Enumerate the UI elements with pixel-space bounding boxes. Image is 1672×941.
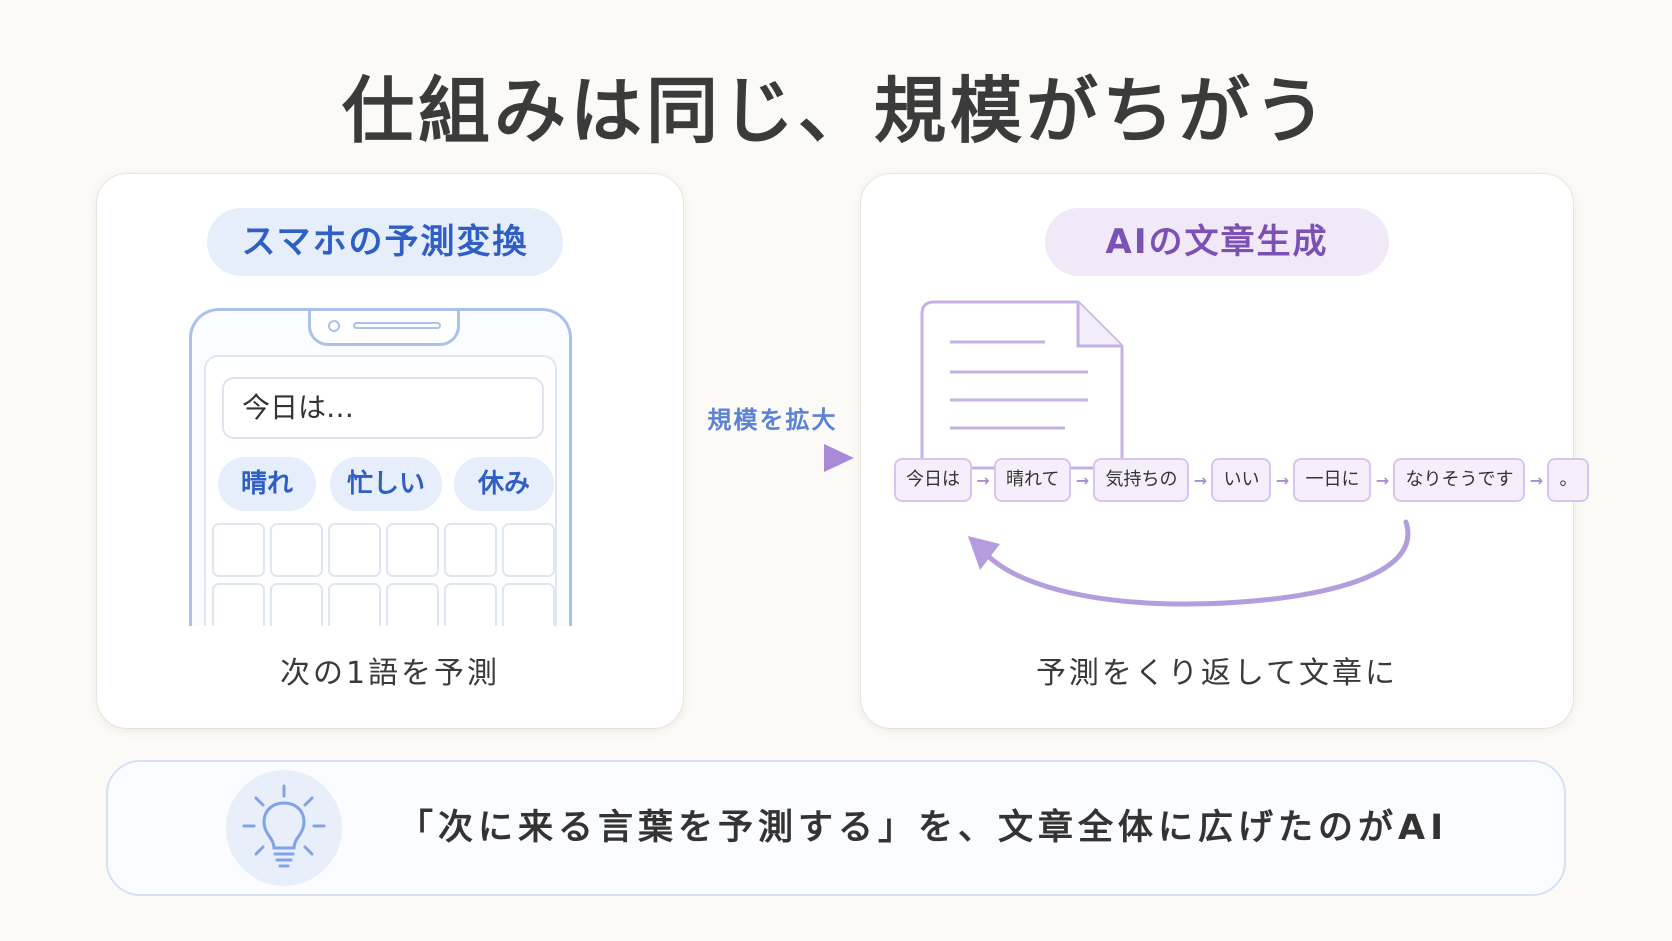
keyboard-key[interactable] <box>212 523 265 577</box>
keyboard-key[interactable] <box>270 583 323 626</box>
phone-notch <box>308 311 460 346</box>
token: 。 <box>1547 458 1590 502</box>
ai-generation-card: AIの文章生成 今日は → 晴れて → 気持ちの → いい → 一日に → なり… <box>861 174 1590 728</box>
keyboard-key[interactable] <box>502 523 555 577</box>
loop-arrow-icon <box>968 519 1411 607</box>
token: いい <box>1211 458 1272 502</box>
document-icon <box>920 300 1124 470</box>
suggestion-chip[interactable]: 忙しい <box>330 457 442 511</box>
text-input[interactable]: 今日は… <box>222 377 544 439</box>
token-sequence: 今日は → 晴れて → 気持ちの → いい → 一日に → なりそうです → 。 <box>894 458 1590 502</box>
phone-illustration: 今日は… 晴れ 忙しい 休み <box>189 308 572 626</box>
token: 気持ちの <box>1093 458 1190 502</box>
phone-screen: 今日は… 晴れ 忙しい 休み <box>204 355 557 626</box>
keyboard-key[interactable] <box>328 523 381 577</box>
keyboard-key[interactable] <box>212 583 265 626</box>
keyboard-key[interactable] <box>386 523 439 577</box>
keyboard-key[interactable] <box>386 583 439 626</box>
arrow-right-icon: → <box>1529 470 1544 490</box>
page-title: 仕組みは同じ、規模がちがう <box>341 69 1330 153</box>
smartphone-prediction-card: スマホの予測変換 今日は… 晴れ 忙しい 休み 次の1語を予測 <box>97 174 683 728</box>
summary-text: 「次に来る言葉を予測する」を、文章全体に広げたのがAI <box>398 808 1449 848</box>
keyboard-key[interactable] <box>502 583 555 626</box>
lightbulb-icon-background <box>226 770 342 886</box>
token: なりそうです <box>1393 458 1526 502</box>
smartphone-prediction-heading: スマホの予測変換 <box>207 208 563 276</box>
arrow-right-icon: → <box>1193 470 1208 490</box>
arrow-right-icon: → <box>976 470 990 490</box>
lightbulb-icon <box>242 784 326 868</box>
speaker-icon <box>353 322 441 329</box>
keyboard-key[interactable] <box>444 523 497 577</box>
ai-generation-caption: 予測をくり返して文章に <box>1035 656 1399 691</box>
ai-generation-heading: AIの文章生成 <box>1045 208 1389 276</box>
arrow-right-icon: → <box>1275 470 1290 490</box>
keyboard-key[interactable] <box>270 523 323 577</box>
summary-bar: 「次に来る言葉を予測する」を、文章全体に広げたのがAI <box>106 760 1566 896</box>
arrow-right-icon: → <box>1375 470 1390 490</box>
arrow-right-icon: → <box>1075 470 1090 490</box>
smartphone-caption: 次の1語を予測 <box>279 656 501 691</box>
suggestion-chip[interactable]: 休み <box>454 457 554 511</box>
scale-up-label: 規模を拡大 <box>707 406 838 434</box>
scale-up-arrow-icon <box>684 444 854 472</box>
token: 一日に <box>1293 458 1372 502</box>
token: 今日は <box>894 458 972 502</box>
token: 晴れて <box>994 458 1072 502</box>
suggestion-chip[interactable]: 晴れ <box>218 457 316 511</box>
keyboard-key[interactable] <box>328 583 381 626</box>
camera-icon <box>328 320 340 332</box>
keyboard-key[interactable] <box>444 583 497 626</box>
